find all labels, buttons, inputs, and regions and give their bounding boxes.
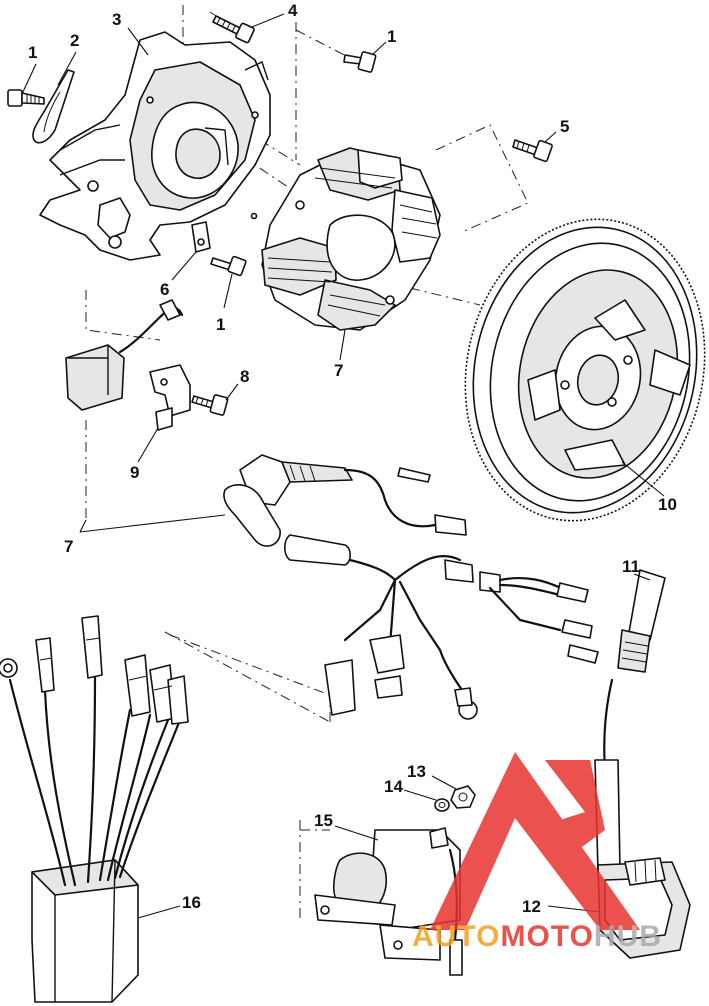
callout-7-harness: 7 bbox=[64, 537, 73, 556]
callout-1: 1 bbox=[28, 43, 37, 62]
callout-4: 4 bbox=[288, 1, 298, 20]
callout-8: 8 bbox=[240, 367, 249, 386]
nut-13 bbox=[450, 785, 476, 809]
washer-14 bbox=[434, 798, 450, 812]
watermark-auto: AUTO bbox=[412, 920, 500, 953]
watermark-moto: MOTO bbox=[500, 920, 593, 953]
callout-10: 10 bbox=[658, 495, 677, 514]
watermark-logo: AUTOMOTOHUB bbox=[412, 752, 662, 953]
bolt-4 bbox=[212, 15, 255, 44]
bolt-1-upper bbox=[343, 51, 377, 73]
callout-6: 6 bbox=[160, 280, 169, 299]
watermark-inner-mark bbox=[545, 760, 605, 852]
clip-part bbox=[32, 69, 75, 144]
regulator-rectifier bbox=[0, 615, 189, 1003]
bolt-1-middle bbox=[210, 255, 247, 277]
tab-part-6 bbox=[191, 221, 211, 253]
stator bbox=[261, 147, 441, 331]
callout-5: 5 bbox=[560, 117, 569, 136]
watermark-hub: HUB bbox=[594, 920, 662, 953]
callout-7-stator: 7 bbox=[334, 361, 343, 380]
callout-13: 13 bbox=[407, 762, 426, 781]
callout-3: 3 bbox=[112, 10, 121, 29]
callout-11: 11 bbox=[622, 557, 640, 576]
callout-15: 15 bbox=[314, 811, 333, 830]
callout-16: 16 bbox=[182, 893, 201, 912]
bolt-8 bbox=[191, 394, 229, 416]
flywheel bbox=[464, 218, 706, 522]
leader-lines bbox=[21, 13, 665, 919]
bolt-1-left bbox=[7, 89, 45, 107]
callout-1-middle: 1 bbox=[216, 315, 225, 334]
spark-plug-cap bbox=[617, 569, 666, 673]
wiring-harness bbox=[223, 454, 599, 720]
callout-9: 9 bbox=[130, 463, 139, 482]
watermark-text: AUTOMOTOHUB bbox=[412, 920, 662, 953]
callout-12: 12 bbox=[522, 897, 541, 916]
callout-14: 14 bbox=[384, 777, 403, 796]
starter-solenoid bbox=[314, 827, 463, 976]
callout-2: 2 bbox=[70, 31, 79, 50]
callout-1-upper: 1 bbox=[387, 27, 396, 46]
bolt-5 bbox=[512, 139, 553, 163]
watermark-triangle bbox=[430, 752, 640, 930]
bracket-part-9 bbox=[149, 364, 191, 431]
callout-labels: 1 2 3 4 1 5 6 1 7 8 9 10 7 11 13 14 15 1… bbox=[28, 1, 677, 916]
back-plate-bracket bbox=[39, 31, 271, 261]
coil-block bbox=[65, 299, 184, 411]
